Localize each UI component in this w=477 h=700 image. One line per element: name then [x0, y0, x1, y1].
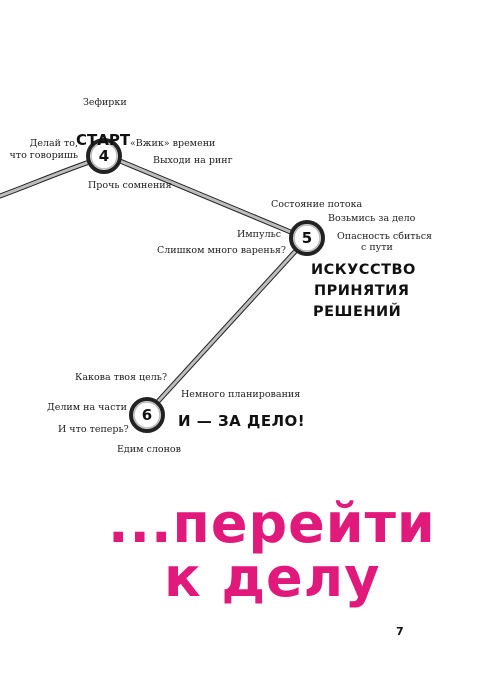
page-number: 7: [396, 625, 404, 638]
node6-label: Какова твоя цель?: [75, 372, 168, 383]
node6-label: Делим на части: [47, 402, 127, 413]
node-circle-4: [86, 138, 122, 174]
node6-label: И что теперь?: [58, 424, 129, 435]
node4-label: Делай то,: [29, 138, 78, 149]
section-heading-line: ПРИНЯТИЯ: [314, 283, 410, 299]
node5-label: Опасность сбиться: [337, 231, 433, 242]
node-number-6: 6: [141, 406, 153, 424]
node4-label: Выходи на ринг: [153, 155, 233, 166]
node5-label: Слишком много варенья?: [157, 245, 286, 256]
node5-label: Импульс: [237, 229, 282, 240]
chapter-title-line: к делу: [164, 546, 381, 609]
node4-label: Зефирки: [83, 97, 127, 108]
node4-label: что говоришь: [9, 150, 78, 161]
node-circle-6: [129, 397, 165, 433]
node5-label: Состояние потока: [271, 199, 363, 210]
node-number-5: 5: [301, 229, 313, 247]
node6-label: Немного планирования: [181, 389, 301, 400]
node-number-4: 4: [98, 147, 110, 165]
node4-label: «Вжик» времени: [130, 138, 216, 149]
node5-label: Возьмись за дело: [328, 213, 416, 224]
node5-label: с пути: [361, 242, 393, 253]
node6-label: Едим слонов: [117, 444, 181, 455]
node4-label: Прочь сомнения: [88, 180, 172, 191]
node-circle-5: [289, 220, 325, 256]
start-title: СТАРТ: [76, 131, 131, 149]
path-line: [0, 153, 305, 411]
chapter-title-line: ...перейти: [108, 492, 436, 555]
section-heading-line: РЕШЕНИЙ: [313, 304, 402, 320]
section-heading: И — ЗА ДЕЛО!: [178, 412, 306, 430]
section-heading-line: ИСКУССТВО: [311, 262, 416, 278]
